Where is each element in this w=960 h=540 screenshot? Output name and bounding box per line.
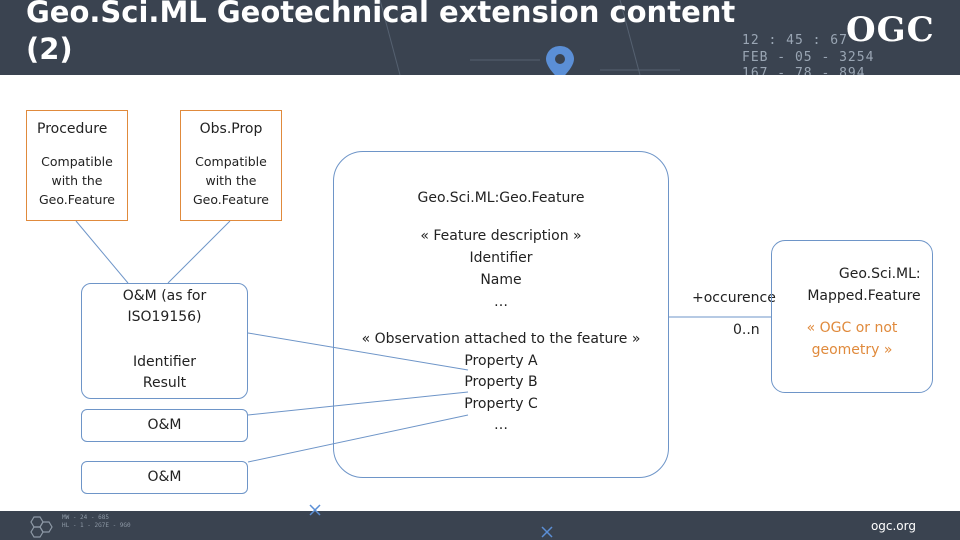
slide-title: Geo.Sci.ML Geotechnical extension conten… [26, 0, 736, 66]
mapped-feature-note: « OGC or not geometry » [806, 320, 898, 358]
geofeature-title: Geo.Sci.ML:Geo.Feature [417, 190, 585, 206]
hexagon-logo-icon [30, 516, 53, 538]
procedure-desc: Compatible with the Geo.Feature [38, 154, 115, 207]
footer-url-link[interactable]: ogc.org [870, 519, 916, 533]
om-main-title: O&M (as for ISO19156) [122, 288, 207, 325]
mapped-feature-box: Geo.Sci.ML: Mapped.Feature « OGC or not … [771, 240, 933, 393]
geofeature-feature-block: « Feature description » Identifier Name … [420, 228, 582, 310]
header-banner: 12 : 45 : 67 FEB - 05 - 3254 167 - 78 - … [0, 0, 960, 75]
close-mark-icon [541, 526, 553, 538]
om-box-2: O&M [81, 461, 248, 494]
obsprop-box: Obs.Prop Compatible with the Geo.Feature [180, 110, 282, 221]
header-deco-line-2: FEB - 05 - 3254 [742, 50, 875, 65]
header-deco-line-1: 12 : 45 : 67 [742, 33, 848, 48]
om-box1-connector [247, 391, 469, 416]
mapped-feature-title: Geo.Sci.ML: Mapped.Feature [807, 266, 921, 304]
procedure-title: Procedure [37, 121, 108, 137]
om-box-1: O&M [81, 409, 248, 442]
om-box-2-label: O&M [147, 469, 182, 485]
obsprop-desc: Compatible with the Geo.Feature [192, 154, 269, 207]
obsprop-title: Obs.Prop [199, 121, 263, 137]
map-pin-icon [546, 46, 574, 75]
association-multiplicity: 0..n [733, 322, 760, 338]
association-role: +occurence [692, 290, 776, 306]
obsprop-connector [167, 220, 231, 284]
geofeature-box: Geo.Sci.ML:Geo.Feature « Feature descrip… [333, 151, 669, 478]
om-box2-connector [247, 414, 469, 463]
header-deco-line-3: 167 - 78 - 894 [742, 66, 866, 75]
om-box-1-label: O&M [147, 417, 182, 433]
procedure-connector [75, 220, 129, 284]
footer-deco-text: MW - 24 - 685 HL - 1 - 2G7E - 9G0 [62, 514, 131, 529]
procedure-box: Procedure Compatible with the Geo.Featur… [26, 110, 128, 221]
header-decoration [379, 0, 680, 75]
om-main-content: Identifier Result [132, 354, 197, 391]
footer-bar: MW - 24 - 685 HL - 1 - 2G7E - 9G0 ogc.or… [0, 511, 960, 540]
om-main-box: O&M (as for ISO19156) Identifier Result [81, 283, 248, 399]
cross-mark-icon [309, 504, 321, 516]
om-main-connector [247, 332, 469, 371]
ogc-logo: OGC [846, 10, 935, 50]
geofeature-observation-block: « Observation attached to the feature » … [361, 331, 641, 433]
